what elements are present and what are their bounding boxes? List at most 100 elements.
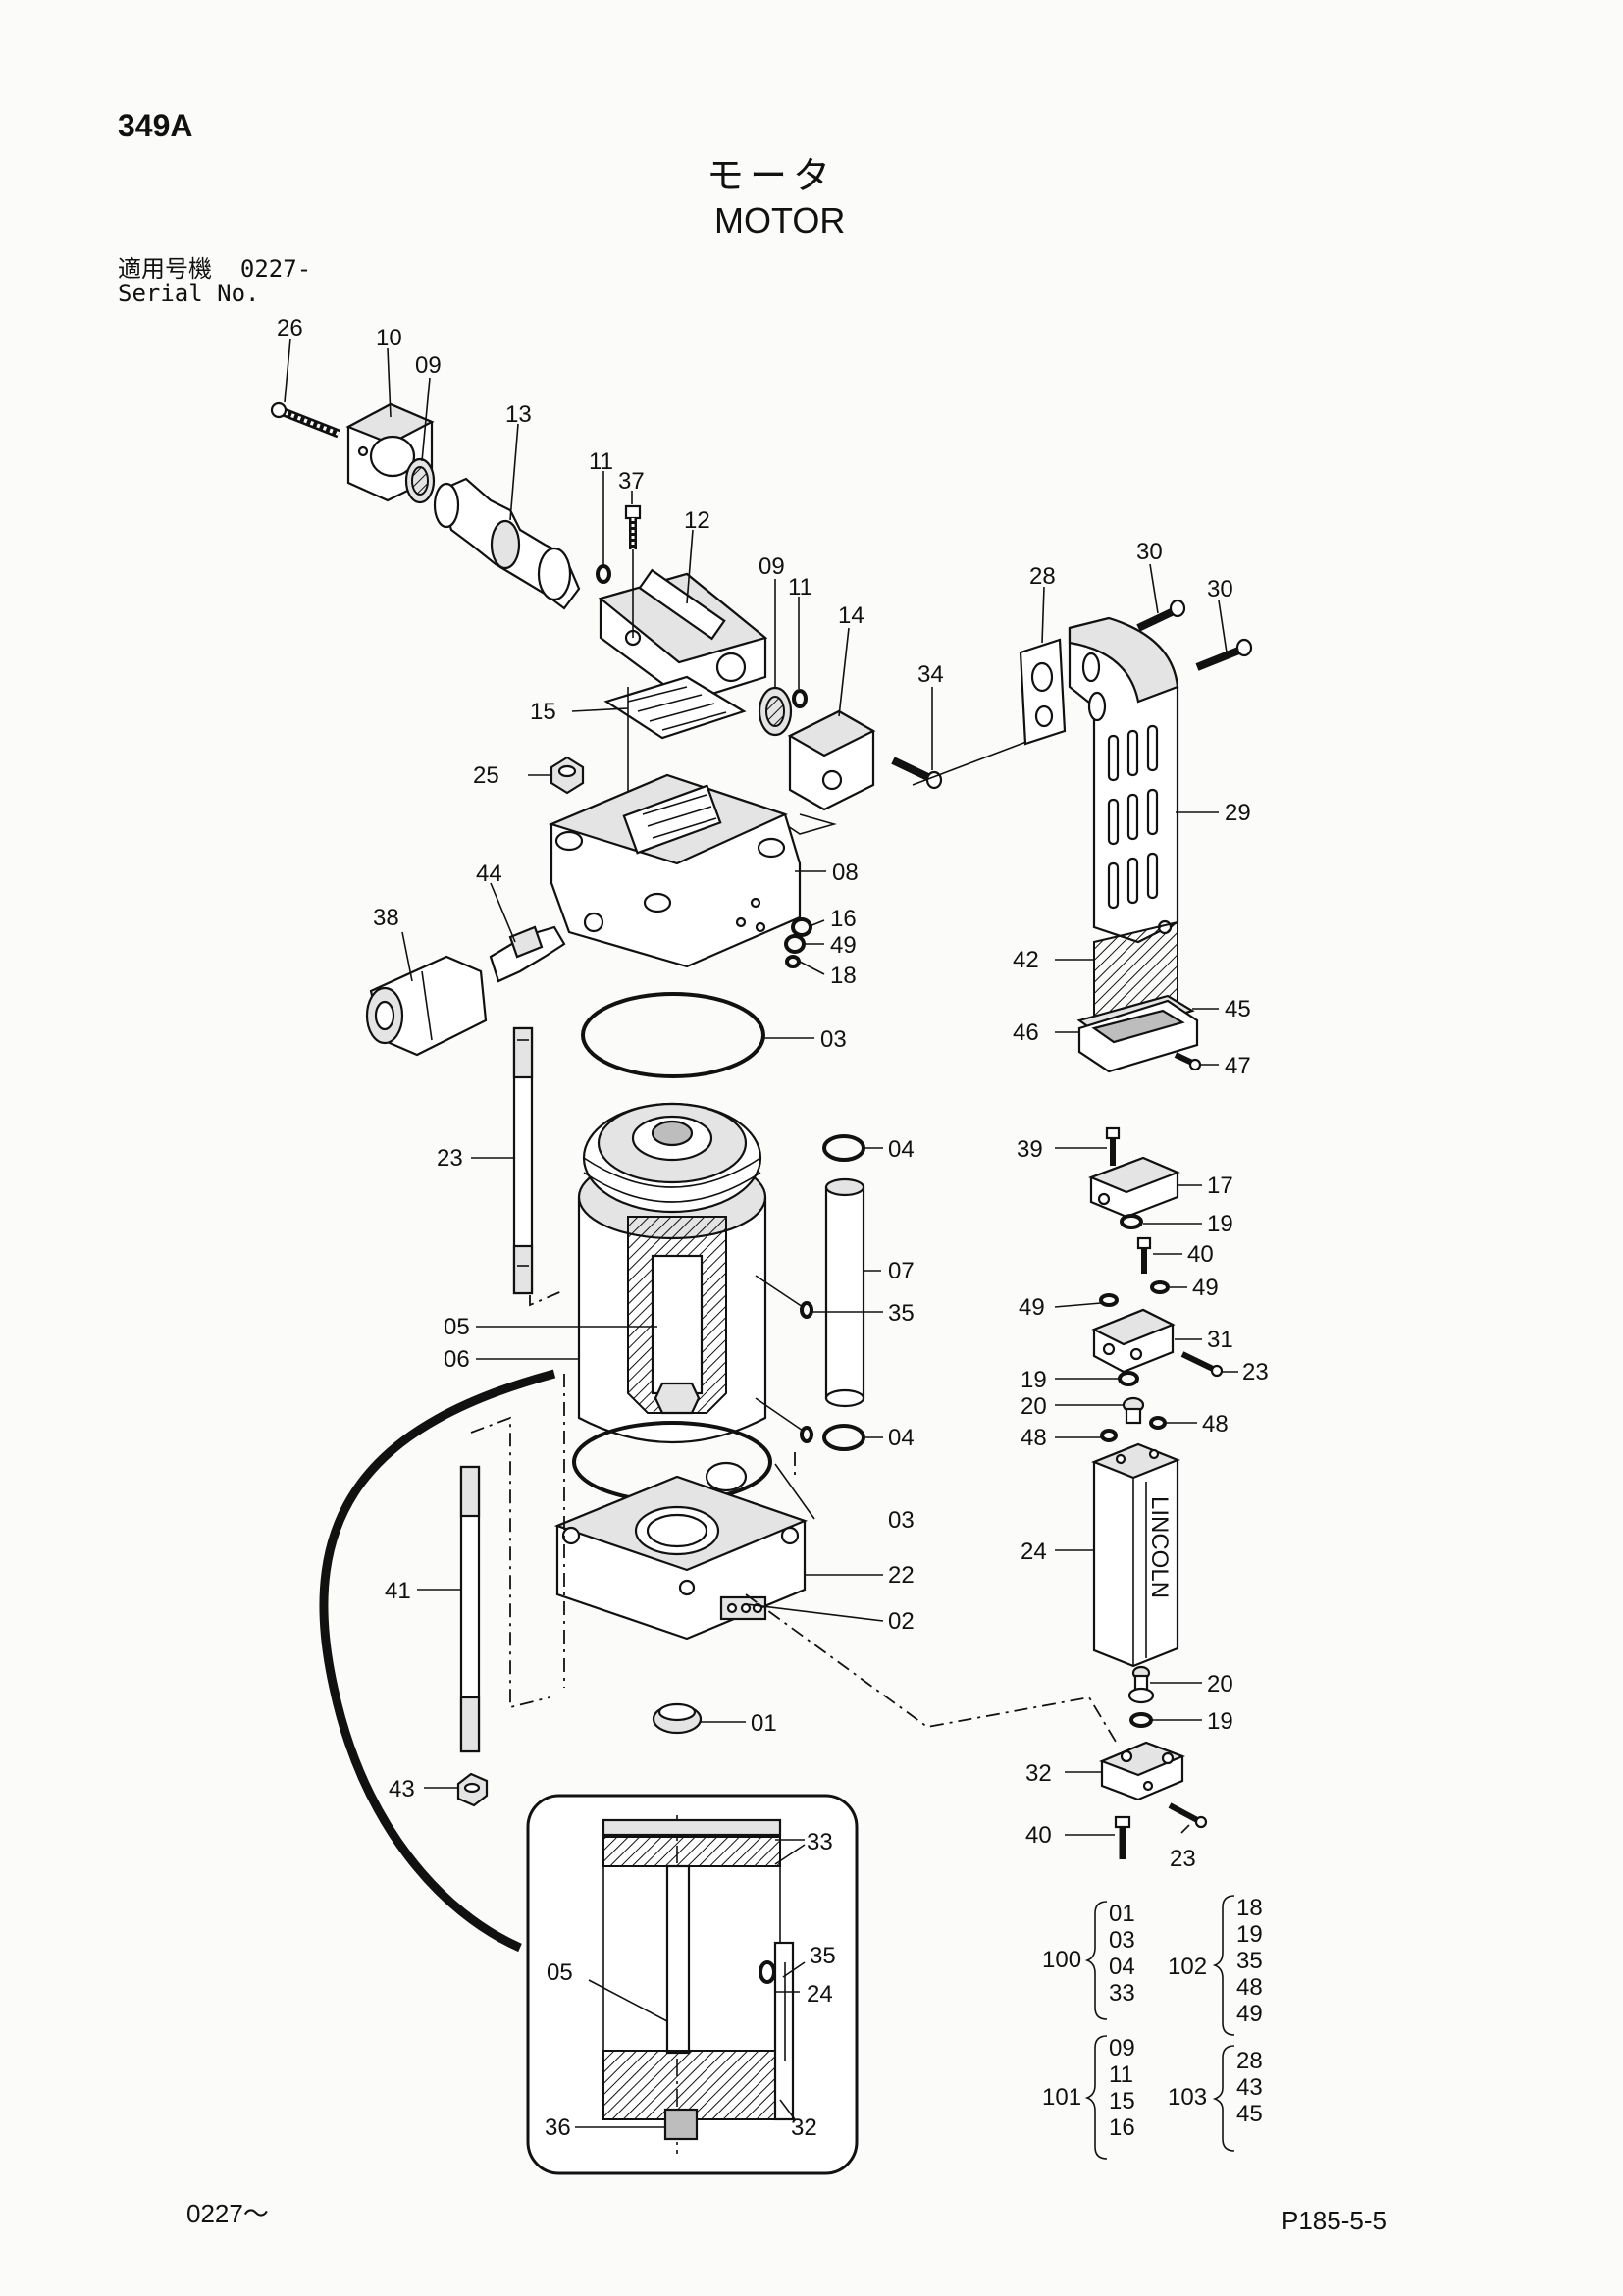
page-reference: P185-5-5	[1282, 2206, 1387, 2235]
valve-body-08-drawing	[548, 773, 802, 968]
label-04-top: 04	[888, 1136, 915, 1163]
svg-text:33: 33	[1109, 1980, 1135, 2007]
label-19-lower: 19	[1207, 1708, 1233, 1735]
label-20-upper: 20	[1021, 1393, 1047, 1420]
label-49-right: 49	[1192, 1275, 1219, 1301]
valve-24-drawing: LINCOLN	[1091, 1442, 1180, 1668]
label-49-body: 49	[830, 932, 857, 959]
svg-text:18: 18	[1236, 1895, 1263, 1921]
kit-103-id: 103	[1168, 2084, 1207, 2111]
block-32-drawing	[1099, 1741, 1185, 1801]
label-37: 37	[618, 468, 645, 495]
label-20-lower: 20	[1207, 1671, 1233, 1697]
oring-48-right-drawing	[1149, 1416, 1167, 1430]
label-03-top: 03	[820, 1026, 847, 1053]
label-36: 36	[545, 2114, 571, 2141]
screw-27-drawing	[270, 401, 340, 439]
oring-35-drawing	[800, 1301, 813, 1319]
kit-101-id: 101	[1042, 2084, 1081, 2111]
label-33: 33	[807, 1829, 833, 1855]
nipple-44-drawing	[489, 925, 566, 983]
serial-block: 適用号機 0227- Serial No.	[118, 257, 311, 306]
filter-09-left-drawing	[404, 457, 436, 504]
label-09-left: 09	[415, 352, 442, 379]
serial-range-footer: 0227～	[186, 2199, 269, 2228]
detail-callout-curve	[319, 1369, 556, 1953]
label-11-left: 11	[589, 448, 613, 475]
label-25: 23	[437, 1145, 463, 1172]
label-43: 42	[1013, 947, 1039, 973]
oring-19-upper-drawing	[1120, 1214, 1143, 1229]
label-06: 06	[444, 1346, 470, 1373]
coupler-38-drawing	[365, 955, 488, 1057]
block-14-drawing	[787, 709, 876, 811]
serial-value: 0227-	[239, 255, 312, 283]
filter-09-right-drawing	[758, 686, 793, 737]
svg-text:19: 19	[1236, 1921, 1263, 1948]
label-39: 39	[1017, 1136, 1043, 1163]
tube-07-drawing	[824, 1177, 865, 1408]
callout-labels: 26 10 09 13 11 37 12 09 11 14 34 28 30 3…	[277, 315, 1269, 2141]
label-24-detail: 24	[807, 1981, 833, 2008]
label-22: 22	[888, 1562, 915, 1589]
bolt-40-upper-drawing	[1136, 1236, 1152, 1274]
label-15: 15	[530, 699, 556, 725]
label-09-right: 09	[759, 553, 785, 580]
label-01: 01	[751, 1710, 777, 1737]
oring-04-bottom-drawing	[822, 1424, 865, 1451]
serial-label-en: Serial No.	[118, 280, 260, 307]
piston-05-drawing	[582, 1102, 762, 1415]
oring-19-mid-drawing	[1118, 1371, 1139, 1386]
svg-text:LINCOLN: LINCOLN	[1146, 1496, 1173, 1598]
kit-103: 103 28 43 45	[1168, 2045, 1263, 2152]
fitting-13-drawing	[433, 477, 581, 610]
leader-lines	[284, 338, 1238, 2128]
label-08: 08	[832, 860, 859, 886]
label-19-upper: 19	[1207, 1211, 1233, 1237]
label-11-right: 11	[788, 574, 812, 600]
label-45: 45	[1225, 996, 1251, 1022]
label-34: 34	[917, 661, 944, 688]
label-32: 32	[1025, 1760, 1052, 1787]
label-35: 35	[888, 1300, 915, 1327]
label-04-bottom: 04	[888, 1425, 915, 1451]
label-29: 29	[1225, 800, 1251, 826]
screw-47-drawing	[1174, 1052, 1202, 1071]
page-code: 349A	[118, 108, 193, 143]
label-28: 28	[1029, 563, 1056, 590]
base-22-drawing	[553, 1461, 809, 1641]
oring-49-right-drawing	[1150, 1280, 1170, 1294]
label-16: 16	[830, 906, 857, 932]
label-13: 13	[505, 401, 532, 428]
label-32-detail: 32	[791, 2114, 817, 2141]
label-48-right: 48	[1202, 1411, 1229, 1437]
label-48-left: 48	[1021, 1425, 1047, 1451]
kit-102: 102 18 19 35 48 49	[1168, 1895, 1263, 2036]
title-english: MOTOR	[714, 200, 846, 240]
kit-100-id: 100	[1042, 1947, 1081, 1973]
label-05: 05	[444, 1314, 470, 1340]
kit-100: 100 01 03 04 33	[1042, 1901, 1135, 2020]
silencer-29-drawing	[1068, 616, 1179, 944]
cover-46-drawing	[1077, 999, 1199, 1073]
svg-text:11: 11	[1109, 2061, 1133, 2088]
svg-text:49: 49	[1236, 2001, 1263, 2027]
detail-section-view	[526, 1794, 859, 2175]
screw-23-lower-drawing	[1168, 1802, 1208, 1829]
label-40-lower: 40	[1025, 1822, 1052, 1849]
label-47: 47	[1225, 1053, 1251, 1079]
oring-11-right-drawing	[792, 689, 808, 708]
label-26: 25	[473, 762, 499, 789]
label-02: 02	[888, 1608, 915, 1635]
label-41: 41	[385, 1578, 411, 1604]
svg-text:15: 15	[1109, 2088, 1135, 2114]
label-10: 10	[376, 325, 402, 351]
svg-text:03: 03	[1109, 1927, 1135, 1954]
bracket-12-drawing	[598, 549, 768, 704]
label-31: 31	[1207, 1327, 1233, 1353]
serial-label-jp: 適用号機	[118, 255, 212, 283]
svg-text:04: 04	[1109, 1954, 1135, 1980]
label-07: 07	[888, 1258, 915, 1284]
svg-text:43: 43	[1236, 2074, 1263, 2101]
